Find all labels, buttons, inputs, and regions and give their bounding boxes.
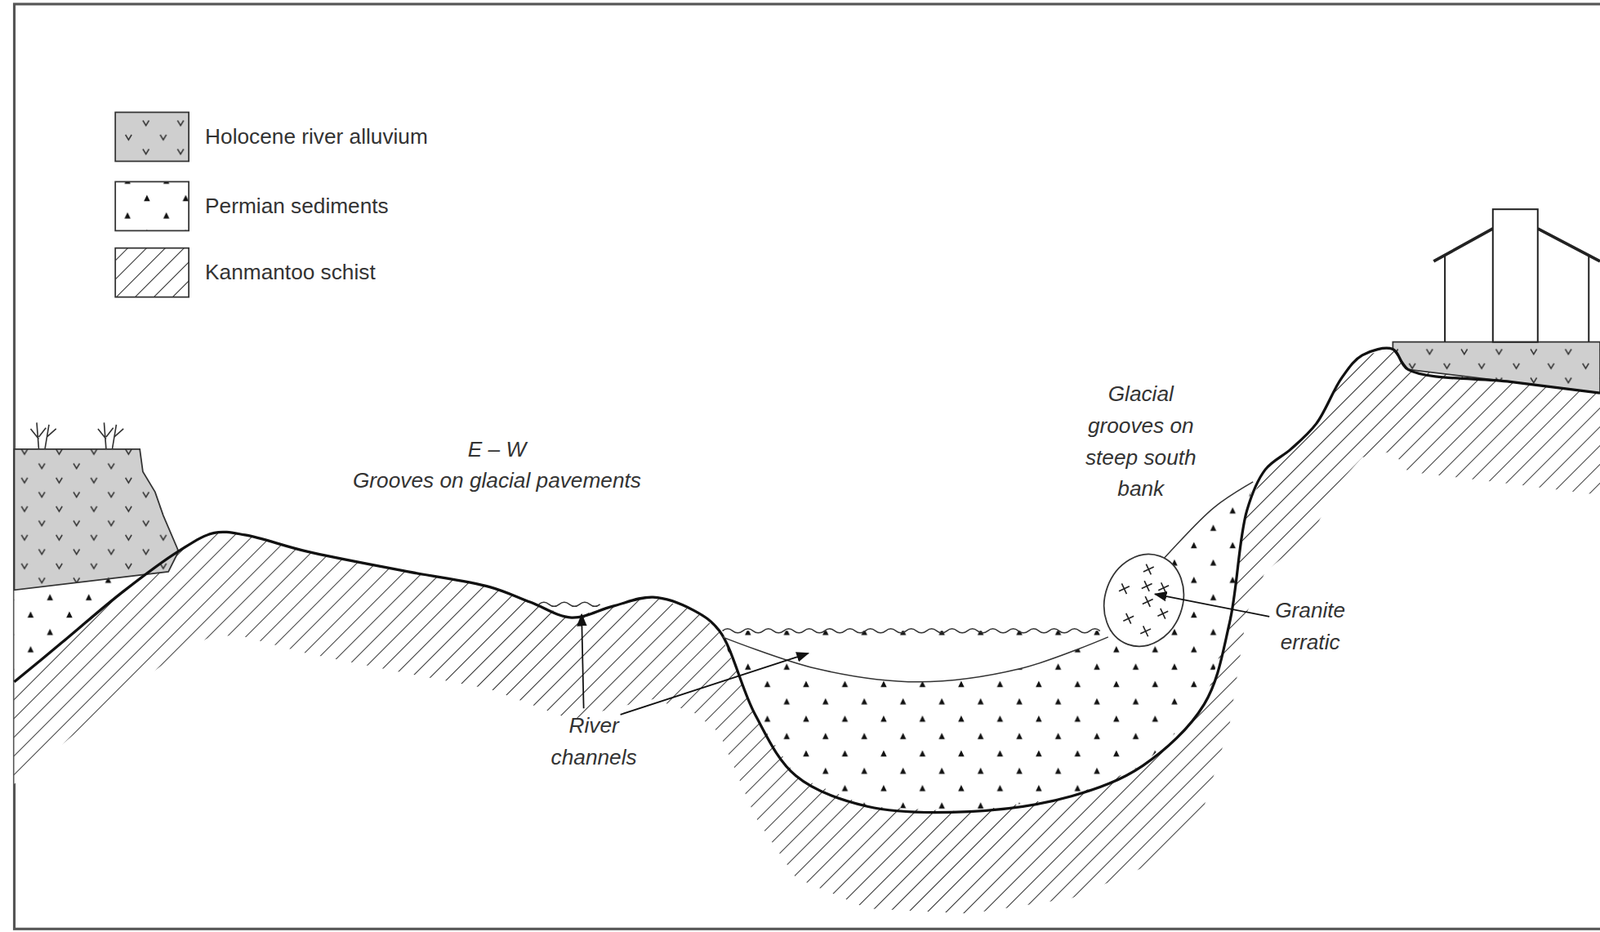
schist-hatch xyxy=(13,348,1600,914)
legend-text: Kanmantoo schist xyxy=(205,260,376,286)
annotation-label: Granite erratic xyxy=(1253,593,1366,657)
legend-text: Permian sediments xyxy=(205,193,389,219)
annotation-label: River channels xyxy=(543,709,646,773)
leader-arrow xyxy=(620,653,809,715)
legend-swatch xyxy=(115,248,189,298)
water-surface xyxy=(539,601,601,607)
permian-fill xyxy=(719,481,1253,812)
bush xyxy=(30,422,56,449)
schist-surface xyxy=(13,347,1600,813)
water-surface xyxy=(722,628,1101,633)
legend-swatch xyxy=(115,181,189,231)
annotation-label: Grooves on glacial pavements xyxy=(313,464,682,497)
leader-arrow xyxy=(1154,593,1270,616)
alluvium-right xyxy=(1392,342,1600,393)
granite-erratic xyxy=(1091,543,1197,659)
leader-arrow xyxy=(581,614,584,709)
house xyxy=(1433,209,1600,342)
river-channel xyxy=(722,637,1109,682)
annotation-label: E – W xyxy=(435,432,558,465)
annotation-label: Glacial grooves on steep south bank xyxy=(1079,377,1203,504)
legend-text: Holocene river alluvium xyxy=(205,124,428,149)
bush xyxy=(98,422,124,449)
legend-swatch xyxy=(115,111,189,161)
frame xyxy=(13,4,1600,929)
